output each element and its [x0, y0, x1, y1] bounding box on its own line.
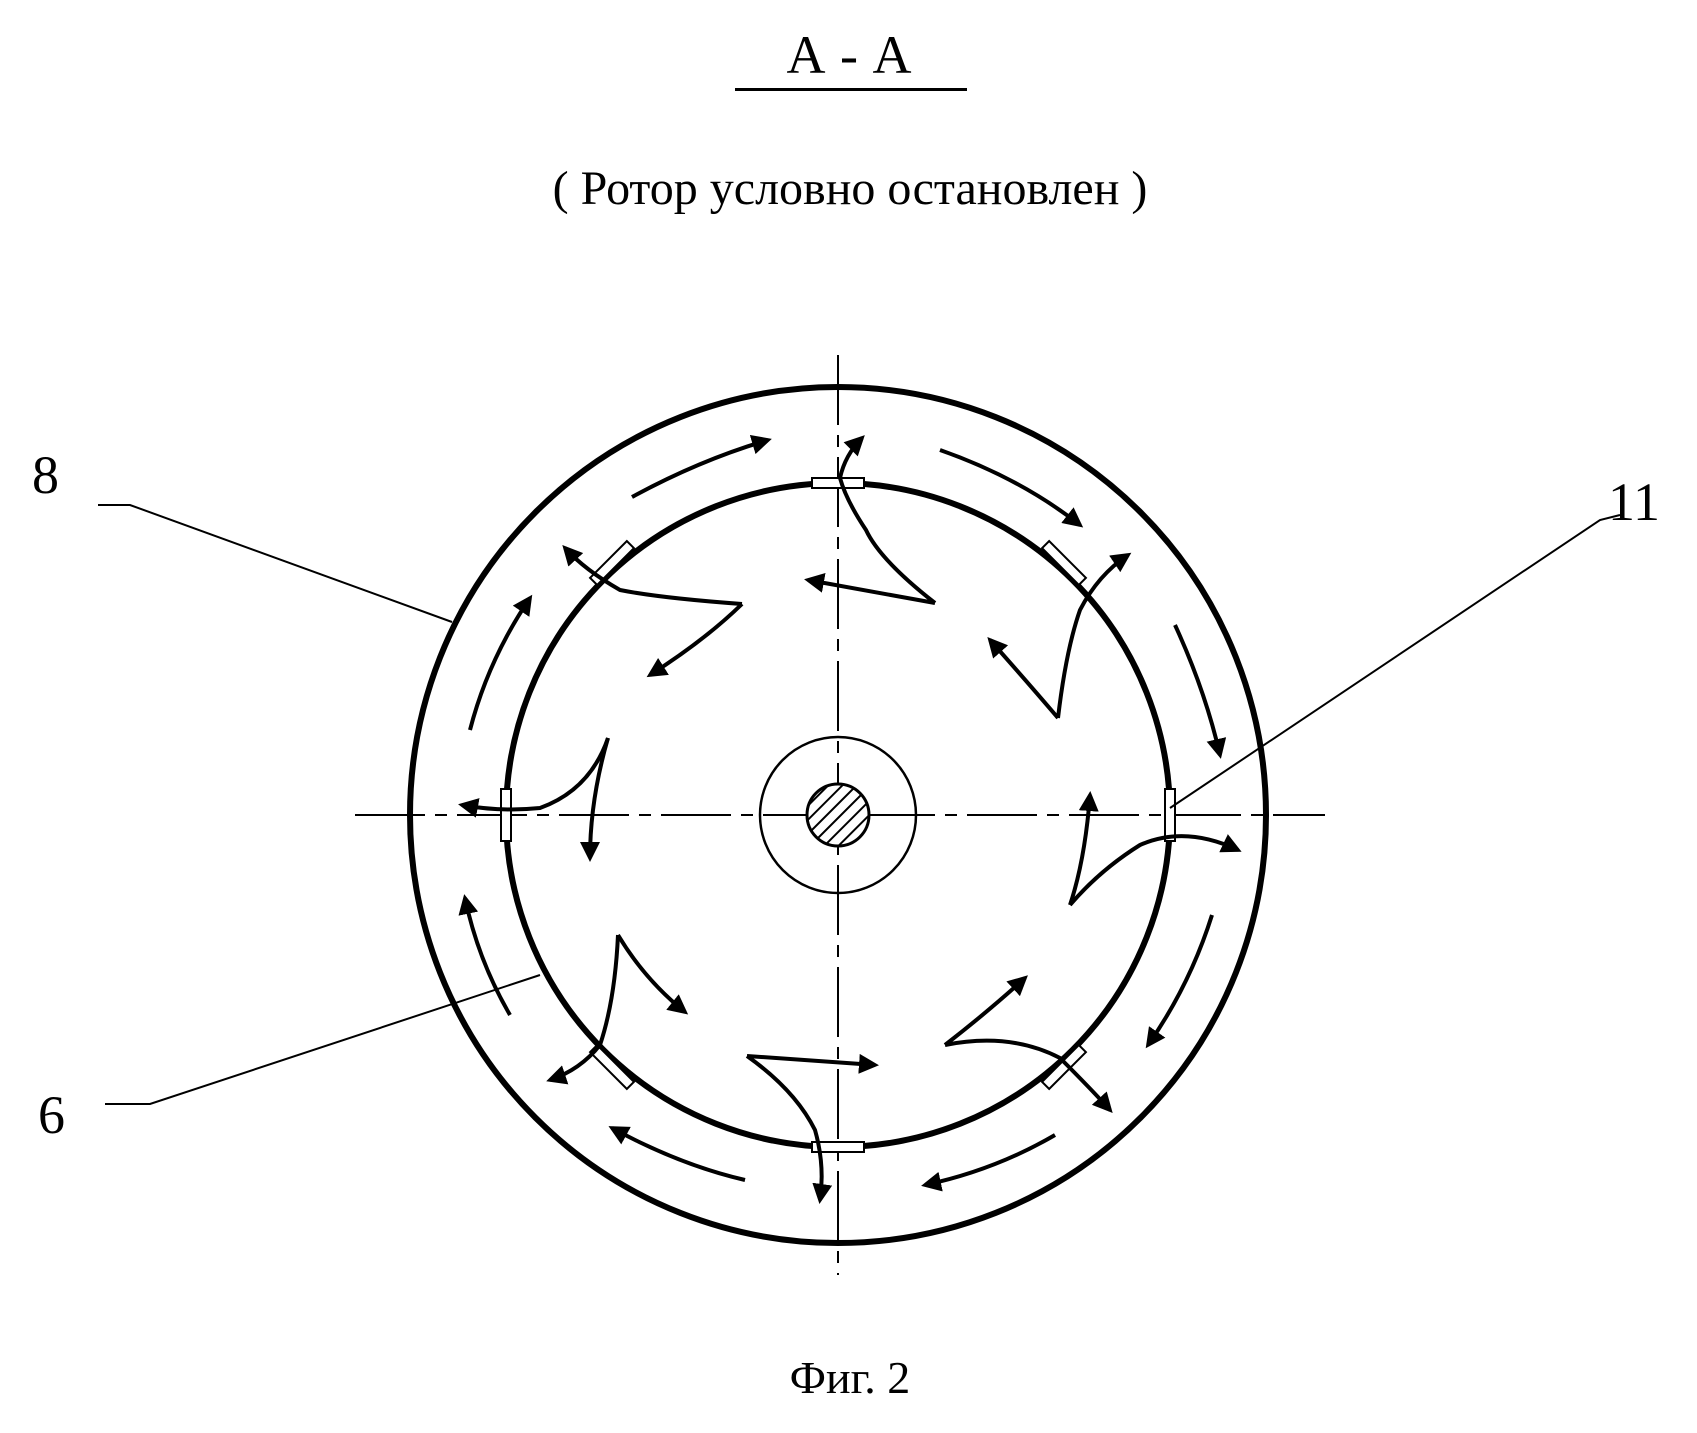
- jet-curve: [562, 545, 743, 606]
- shaft-hatched: [805, 782, 871, 848]
- gap-flow-arrows: [458, 434, 1227, 1192]
- jet-curve: [943, 975, 1028, 1047]
- reference-label-11: 11: [1608, 472, 1660, 532]
- jet-curve: [458, 737, 610, 818]
- jet-curve: [837, 435, 937, 605]
- slot-bottom-right: [1040, 1043, 1088, 1091]
- leader-lines: [98, 504, 1621, 1105]
- leader-line-11: [1169, 514, 1621, 809]
- gap-arrow: [608, 1126, 746, 1182]
- slot-right: [1164, 788, 1176, 842]
- rotor-slots: [500, 477, 1176, 1153]
- jet-curve: [616, 933, 689, 1015]
- gap-arrow: [939, 448, 1084, 528]
- gap-arrow: [921, 1133, 1057, 1192]
- hub-circle: [758, 735, 918, 895]
- leader-line-8: [98, 504, 453, 623]
- slot-top: [811, 477, 865, 489]
- section-title-underline: [735, 88, 967, 91]
- slot-bottom: [811, 1141, 865, 1153]
- slot-top-left: [588, 539, 636, 587]
- jet-curve: [646, 602, 744, 678]
- jet-curve: [546, 934, 620, 1085]
- jet-curve: [1056, 552, 1132, 719]
- section-title: A - A: [786, 25, 914, 85]
- leader-line-6: [105, 974, 541, 1105]
- gap-arrow: [1145, 914, 1214, 1049]
- reference-label-8: 8: [32, 445, 59, 505]
- gap-arrow: [1173, 624, 1227, 759]
- jet-curve: [745, 1054, 833, 1204]
- slot-left: [500, 788, 512, 842]
- jet-curve: [804, 573, 936, 605]
- jet-flow-curves: [458, 435, 1242, 1204]
- reference-label-6: 6: [38, 1085, 65, 1145]
- figure-caption: Фиг. 2: [789, 1352, 911, 1403]
- jet-curve: [580, 737, 610, 862]
- jet-curve: [746, 1053, 879, 1074]
- jet-curve: [1068, 834, 1242, 907]
- gap-arrow: [458, 894, 512, 1017]
- slot-bottom-left: [588, 1043, 636, 1091]
- jet-curve: [944, 1038, 1113, 1113]
- gap-arrow: [631, 434, 772, 499]
- jet-curve: [987, 637, 1060, 720]
- outer-casing-circle: [407, 384, 1269, 1246]
- slot-top-right: [1040, 539, 1088, 587]
- gap-arrow: [468, 594, 533, 731]
- jet-curve: [1068, 791, 1099, 906]
- section-subtitle: ( Ротор условно остановлен ): [552, 162, 1148, 215]
